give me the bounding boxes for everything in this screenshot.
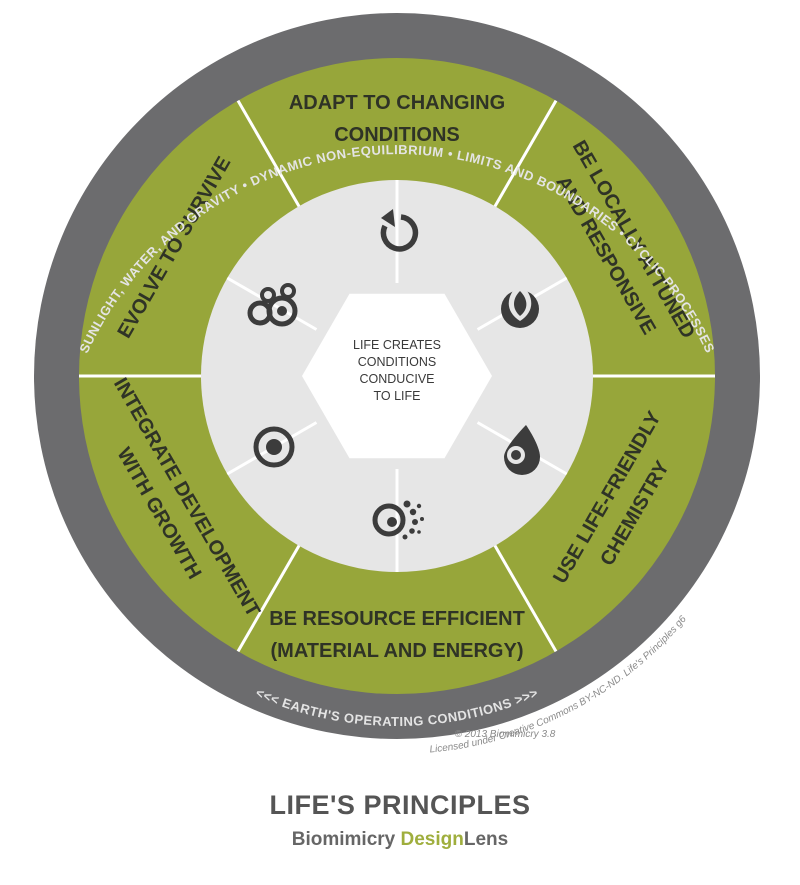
bubble-2 — [266, 295, 298, 327]
page-title: LIFE'S PRINCIPLES — [269, 790, 531, 820]
segment-divider — [491, 99, 558, 212]
target-circle-icon — [253, 426, 295, 468]
subtitle-lens: Lens — [463, 829, 509, 850]
center-label-line: CONDUCIVE — [359, 372, 434, 386]
bubbles-icon — [247, 283, 298, 327]
flame-leaf-icon — [501, 283, 539, 328]
principle-line: CONDITIONS — [334, 124, 460, 146]
segment-divider — [236, 99, 303, 212]
drop-dot — [511, 450, 521, 460]
flame-inner — [514, 291, 527, 316]
target-ring — [253, 426, 295, 468]
center-label-line: LIFE CREATES — [353, 338, 441, 352]
bubble-3 — [260, 287, 276, 303]
principle-label-4: BE RESOURCE EFFICIENT (MATERIAL AND ENERG… — [269, 608, 525, 662]
spiral-dot — [409, 508, 417, 516]
principle-label-1: ADAPT TO CHANGING CONDITIONS — [289, 92, 505, 146]
arrow-arc — [380, 214, 419, 252]
spiral-dot — [403, 500, 411, 508]
principle-line: (MATERIAL AND ENERGY) — [271, 640, 524, 662]
refresh-arrow-icon — [380, 209, 419, 252]
segment-divider — [491, 540, 558, 653]
segment-divider — [236, 540, 303, 653]
spiral-dot — [420, 517, 424, 521]
title-block: LIFE'S PRINCIPLES Biomimicry DesignLens — [0, 790, 800, 851]
water-drop-icon — [504, 425, 540, 475]
spiral-dot — [417, 530, 421, 534]
spiral-dot — [409, 528, 415, 534]
arrow-head — [381, 209, 395, 227]
center-label-line: CONDITIONS — [358, 355, 436, 369]
principle-line: BE RESOURCE EFFICIENT — [269, 608, 525, 630]
spiral-dot — [416, 503, 422, 509]
subtitle: Biomimicry DesignLens — [0, 829, 800, 851]
spiral-dots-icon — [372, 500, 424, 540]
center-label-line: TO LIFE — [373, 389, 420, 403]
spiral-dot — [402, 534, 408, 540]
spiral-dot — [412, 519, 418, 525]
center-label: LIFE CREATES CONDITIONS CONDUCIVE TO LIFE — [353, 338, 441, 403]
spiral-ring — [372, 503, 406, 537]
spiral-core — [387, 517, 397, 527]
copyright-text: © 2013 Biomimicry 3.8 — [455, 729, 556, 740]
subtitle-design: Design — [400, 829, 464, 850]
principles-wheel: LIFE CREATES CONDITIONS CONDUCIVE TO LIFE AD… — [34, 13, 760, 756]
center-hexagon — [302, 293, 492, 459]
bubble-2-core — [277, 306, 287, 316]
subtitle-biomimicry: Biomimicry — [291, 829, 401, 850]
principle-line: ADAPT TO CHANGING — [289, 92, 505, 114]
target-core — [266, 439, 282, 455]
bubble-4 — [280, 283, 296, 299]
